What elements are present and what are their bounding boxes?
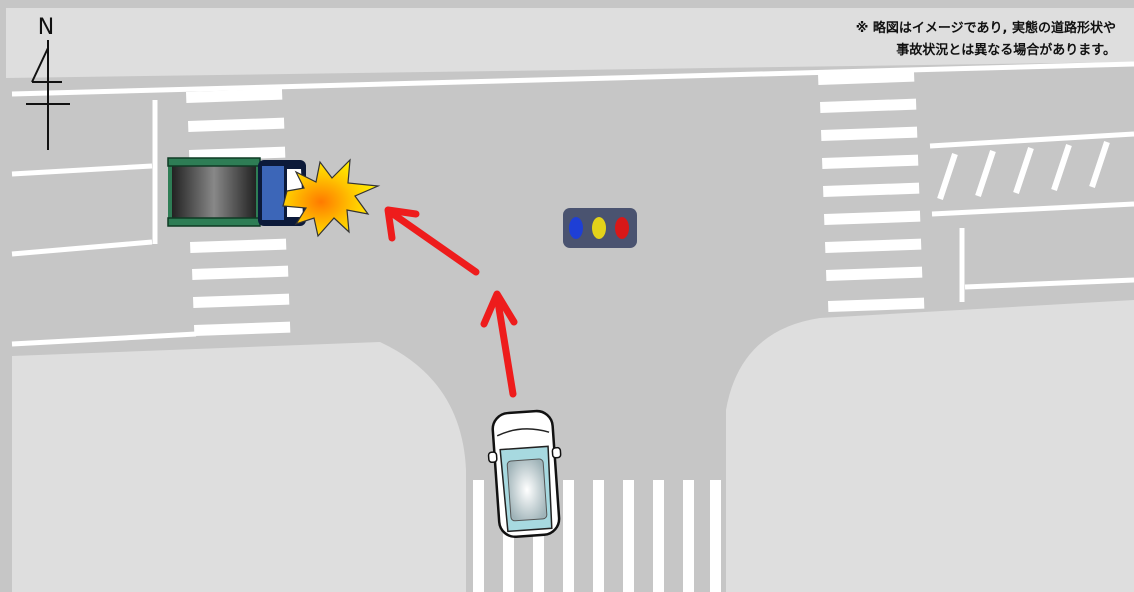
parking-stripes	[937, 141, 1110, 200]
lane-line-east-middle	[931, 201, 1134, 217]
lane-line-east-upper	[929, 131, 1134, 149]
compass-north-label: N	[38, 15, 54, 40]
arrow-head-upper-icon	[384, 206, 420, 242]
crosswalk-west	[186, 88, 291, 336]
car-icon	[487, 409, 562, 539]
compass: N	[26, 15, 70, 150]
impact-burst-icon	[282, 158, 381, 238]
disclaimer-note: ※ 略図はイメージであり, 実態の道路形状や 事故状況とは異なる場合があります。	[856, 18, 1116, 62]
sidewalk-north	[6, 8, 1134, 78]
road-edge-west-south	[11, 331, 197, 347]
compass-arrow-icon	[26, 40, 70, 150]
sidewalk-southeast	[726, 300, 1134, 592]
lane-line-west-upper	[11, 163, 153, 177]
arrow-shaft-lower	[494, 298, 517, 398]
disclaimer-line-2: 事故状況とは異なる場合があります。	[896, 43, 1116, 58]
lane-line-west-lower	[11, 239, 153, 257]
truck-icon	[167, 157, 306, 227]
arrow-shaft-upper	[389, 210, 480, 276]
traffic-light-icon	[563, 208, 637, 248]
travel-path-arrows	[384, 206, 518, 398]
lane-line-east-lower	[964, 277, 1134, 290]
road-edge-north	[11, 61, 1134, 97]
crosswalk-east	[817, 70, 925, 312]
sidewalk-southwest	[12, 342, 466, 592]
disclaimer-line-1: ※ 略図はイメージであり, 実態の道路形状や	[855, 21, 1116, 36]
arrow-head-lower-icon	[480, 290, 518, 328]
